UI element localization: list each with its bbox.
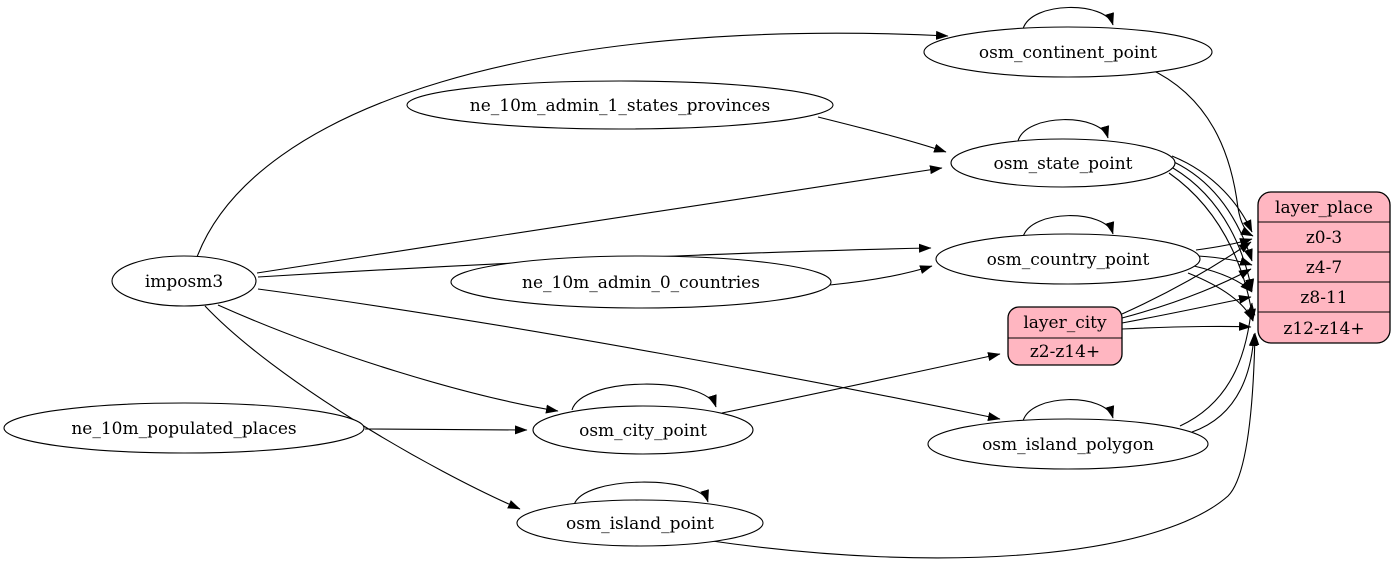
- edge-imposm3-osm-island-polygon: [257, 288, 1001, 421]
- edge-imposm3-osm-city-point: [217, 304, 559, 414]
- selfloop-osm-continent-point: [1022, 6, 1114, 30]
- layer-place-shape: [1257, 191, 1391, 344]
- node-layer-city: layer_city z2-z14+: [1007, 306, 1123, 366]
- edge-island-point-z12-z14: [704, 332, 1260, 559]
- edge-nepop-osm-city-point: [364, 425, 528, 435]
- edge-island-polygon-z8-11: [1179, 302, 1256, 427]
- imposm3-shape: [111, 255, 257, 307]
- edge-city-layer-city: [721, 352, 1001, 414]
- layer-place-title: layer_place: [1275, 198, 1373, 218]
- selfloop-osm-city-point: [571, 383, 717, 411]
- ne-10m-admin-0-countries-label: ne_10m_admin_0_countries: [522, 273, 760, 293]
- layer-city-row-z2-z14: z2-z14+: [1030, 342, 1100, 362]
- edge-state-z8-11: [1172, 167, 1255, 292]
- osm-continent-point-shape: [923, 26, 1213, 78]
- layer-place-row-z12-z14: z12-z14+: [1283, 319, 1364, 339]
- osm-city-point-label: osm_city_point: [579, 421, 707, 441]
- node-ne-10m-populated-places: ne_10m_populated_places: [3, 402, 365, 454]
- edge-imposm3-osm-state-point: [256, 165, 943, 274]
- layer-place-row-z0-3: z0-3: [1306, 228, 1342, 248]
- edge-imposm3-osm-continent-point: [196, 30, 949, 258]
- node-osm-country-point: osm_country_point: [935, 233, 1201, 285]
- edge-ne0-osm-country-point: [829, 265, 933, 286]
- ne-10m-admin-0-countries-shape: [450, 255, 832, 309]
- layer-place-row-z8-11: z8-11: [1300, 288, 1347, 308]
- edge-layer-city-z4-7: [1121, 268, 1252, 319]
- edge-country-z4-7: [1197, 255, 1253, 266]
- selfloop-osm-island-point: [573, 481, 709, 506]
- node-group: imposm3 ne_10m_admin_1_states_provinces …: [3, 26, 1391, 547]
- edge-ne1-osm-state-point: [817, 116, 947, 153]
- layer-city-shape: [1007, 306, 1123, 366]
- edge-layer-city-z8-11: [1121, 294, 1252, 324]
- osm-country-point-label: osm_country_point: [987, 250, 1150, 270]
- selfloop-osm-state-point: [1017, 119, 1110, 142]
- imposm3-label: imposm3: [145, 272, 223, 292]
- node-ne-10m-admin-1-states-provinces: ne_10m_admin_1_states_provinces: [406, 80, 834, 130]
- ne-10m-admin-1-states-provinces-shape: [406, 80, 834, 130]
- ne-10m-populated-places-shape: [3, 402, 365, 454]
- node-osm-island-polygon: osm_island_polygon: [927, 418, 1209, 470]
- edge-layer-city-z12-z14: [1121, 321, 1252, 331]
- edge-layer-city-z0-3: [1121, 241, 1252, 315]
- osm-continent-point-label: osm_continent_point: [979, 43, 1157, 63]
- selfloop-osm-country-point: [1022, 215, 1115, 238]
- edge-country-z0-3: [1195, 238, 1253, 251]
- node-osm-continent-point: osm_continent_point: [923, 26, 1213, 78]
- ne-10m-populated-places-label: ne_10m_populated_places: [71, 419, 296, 439]
- osm-island-polygon-label: osm_island_polygon: [982, 435, 1154, 455]
- edge-island-polygon-z12-z14: [1191, 333, 1258, 433]
- osm-state-point-shape: [950, 138, 1176, 188]
- osm-city-point-shape: [532, 405, 754, 455]
- osm-island-point-label: osm_island_point: [566, 514, 714, 534]
- ne-10m-admin-1-states-provinces-label: ne_10m_admin_1_states_provinces: [470, 96, 770, 116]
- node-imposm3: imposm3: [111, 255, 257, 307]
- node-osm-city-point: osm_city_point: [532, 405, 754, 455]
- osm-state-point-label: osm_state_point: [994, 154, 1133, 174]
- edge-state-z0-3: [1171, 155, 1253, 233]
- edge-country-z12-z14: [1187, 272, 1254, 322]
- osm-country-point-shape: [935, 233, 1201, 285]
- node-layer-place: layer_place z0-3 z4-7 z8-11 z12-z14+: [1257, 191, 1391, 344]
- selfloop-osm-island-polygon: [1022, 399, 1115, 422]
- node-ne-10m-admin-0-countries: ne_10m_admin_0_countries: [450, 255, 832, 309]
- layer-city-title: layer_city: [1023, 313, 1107, 333]
- node-osm-island-point: osm_island_point: [516, 499, 764, 547]
- node-osm-state-point: osm_state_point: [950, 138, 1176, 188]
- layer-place-row-z4-7: z4-7: [1306, 258, 1342, 278]
- osm-island-polygon-shape: [927, 418, 1209, 470]
- osm-island-point-shape: [516, 499, 764, 547]
